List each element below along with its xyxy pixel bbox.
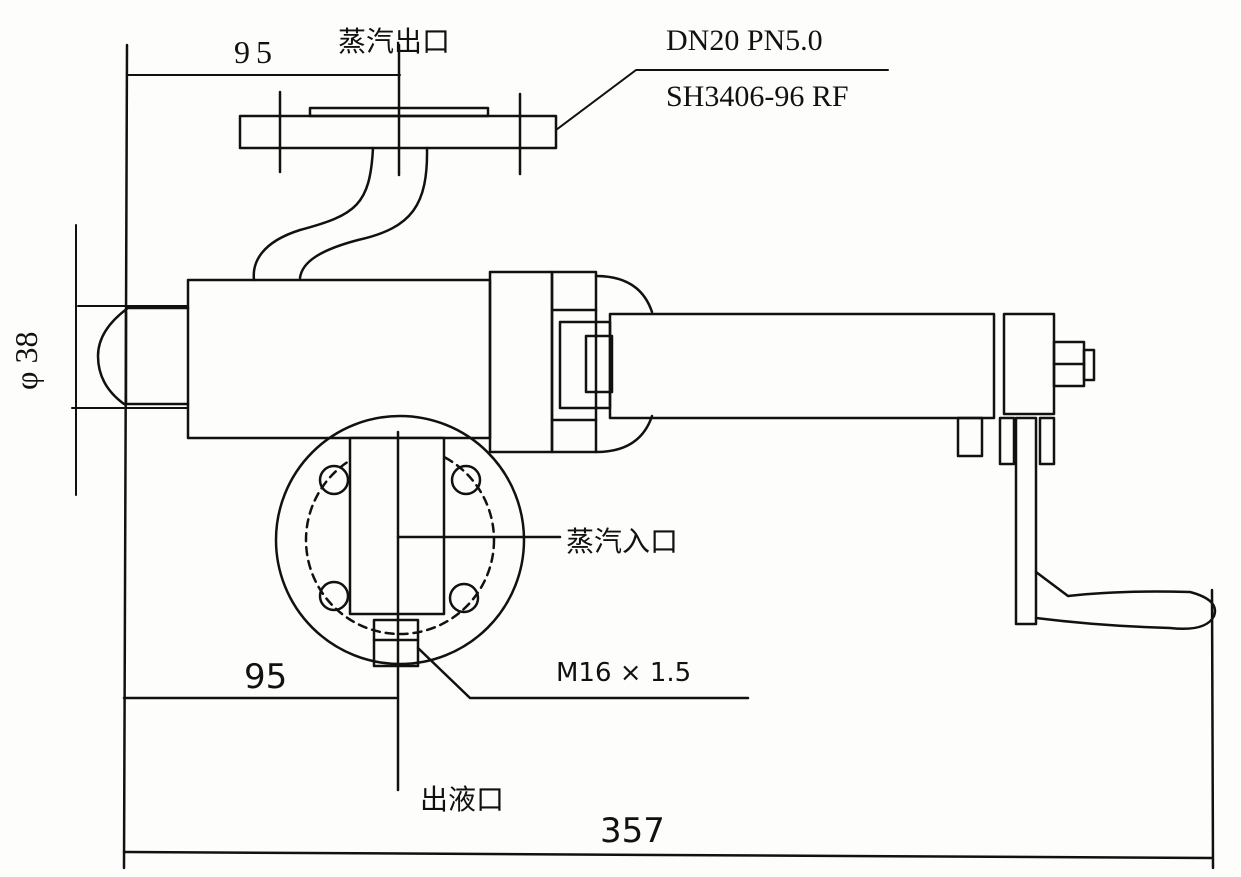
bottom-offset-dimension: 95 xyxy=(244,657,288,697)
gland-nut-inner xyxy=(584,334,614,394)
bolt-hole-1 xyxy=(318,464,350,496)
thread-spec-label: M16 × 1.5 xyxy=(556,658,692,688)
flange-spec-line1: DN20 PN5.0 xyxy=(666,24,823,57)
bolt-hole-4 xyxy=(448,582,480,614)
gland-flange xyxy=(488,270,554,454)
right-reference-line xyxy=(1210,588,1215,870)
flange-spec-line2: SH3406-96 RF xyxy=(666,80,849,113)
left-reference-line xyxy=(122,43,129,870)
flange-spec-leader xyxy=(555,69,889,131)
steam-outlet-label: 蒸汽出口 xyxy=(338,25,451,58)
top-offset-dimension: 95 xyxy=(234,34,278,70)
lever-clip-left xyxy=(998,416,1016,466)
outlet-pipe-inner xyxy=(298,146,429,280)
body-diameter-dimension: φ 38 xyxy=(8,331,44,390)
bolt-hole-3 xyxy=(318,580,350,612)
lever-handle xyxy=(1034,570,1217,630)
steam-inlet-label: 蒸汽入口 xyxy=(566,525,679,558)
overall-dimension-line xyxy=(122,850,1214,860)
overall-length-dimension: 357 xyxy=(600,811,665,851)
left-end-cap xyxy=(96,306,190,406)
liquid-outlet-label: 出液口 xyxy=(420,783,505,816)
gland-arc-top xyxy=(594,274,654,314)
stem-small-block xyxy=(956,416,984,458)
outlet-pipe-outer xyxy=(252,146,375,282)
main-body xyxy=(186,278,492,440)
gland-arc-bottom xyxy=(594,414,654,454)
valve-stem xyxy=(608,312,996,420)
lever-arm xyxy=(1014,416,1038,626)
lever-clip-right xyxy=(1038,416,1056,466)
gland-plate xyxy=(550,270,598,454)
thread-leader xyxy=(416,646,750,700)
lever-nut-washer xyxy=(1082,348,1096,382)
bolt-hole-2 xyxy=(450,464,482,496)
lever-bracket xyxy=(1002,312,1056,416)
inlet-flange xyxy=(274,414,526,666)
drain-plug xyxy=(372,618,420,668)
